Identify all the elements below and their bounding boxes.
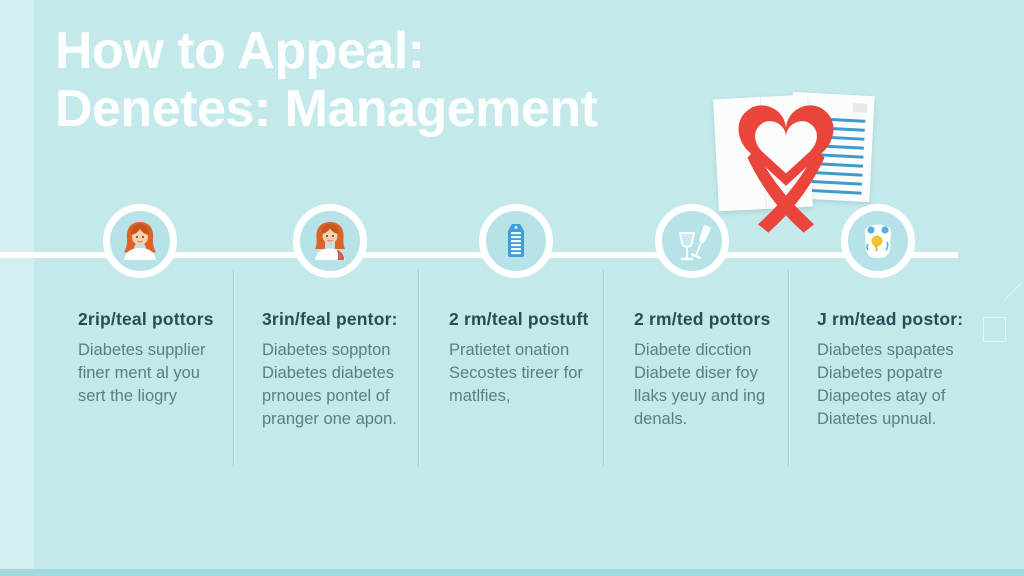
step-heading: 2rip/teal pottors (78, 309, 214, 329)
step-body: Diabete dicction Diabete diser foy llaks… (634, 341, 766, 428)
column-divider (418, 270, 419, 466)
step-text-3: 2 rm/teal postuft Pratietet onation Seco… (449, 309, 603, 408)
step-body: Diabetes soppton Diabetes diabetes prnou… (262, 341, 397, 428)
drink-glasses-icon (678, 224, 712, 261)
column-divider (233, 270, 234, 466)
timeline-step-circle-5 (841, 204, 915, 278)
title-line-2: Denetes: Management (55, 80, 598, 138)
decorative-square-outline (983, 317, 1006, 342)
timeline-line (0, 252, 958, 258)
bottom-edge-strip (0, 569, 1024, 576)
step-heading: J rm/tead postor: (817, 309, 964, 329)
step-heading: 2 rm/teal postuft (449, 309, 589, 329)
step-text-2: 3rin/feal pentor: Diabetes soppton Diabe… (262, 309, 418, 431)
step-heading: 2 rm/ted pottors (634, 309, 771, 329)
decorative-diagonal-line (1003, 282, 1023, 301)
step-body: Pratietet onation Secostes tireer for ma… (449, 341, 583, 405)
timeline-step-circle-4 (655, 204, 729, 278)
timeline-step-circle-1 (103, 204, 177, 278)
patient-woman-icon (124, 222, 156, 260)
medical-chart-icon (508, 224, 524, 257)
title-line-1: How to Appeal: (55, 22, 425, 80)
timeline-step-circle-2 (293, 204, 367, 278)
step-text-5: J rm/tead postor: Diabetes spapates Diab… (817, 309, 987, 431)
timeline-step-circle-3 (479, 204, 553, 278)
column-divider (603, 270, 604, 466)
left-edge-highlight (0, 0, 34, 576)
step-body: Diabetes supplier finer ment al you sert… (78, 341, 206, 405)
step-body: Diabetes spapates Diabetes popatre Diape… (817, 341, 954, 428)
step-text-1: 2rip/teal pottors Diabetes supplier fine… (78, 309, 230, 408)
heart-ribbon-icon (738, 105, 834, 233)
stomach-organ-icon (864, 224, 892, 258)
step-text-4: 2 rm/ted pottors Diabete dicction Diabet… (634, 309, 788, 431)
column-divider (788, 270, 789, 466)
nurse-woman-icon (315, 222, 345, 260)
page-title: How to Appeal: Denetes: Management (55, 22, 755, 138)
step-heading: 3rin/feal pentor: (262, 309, 398, 329)
